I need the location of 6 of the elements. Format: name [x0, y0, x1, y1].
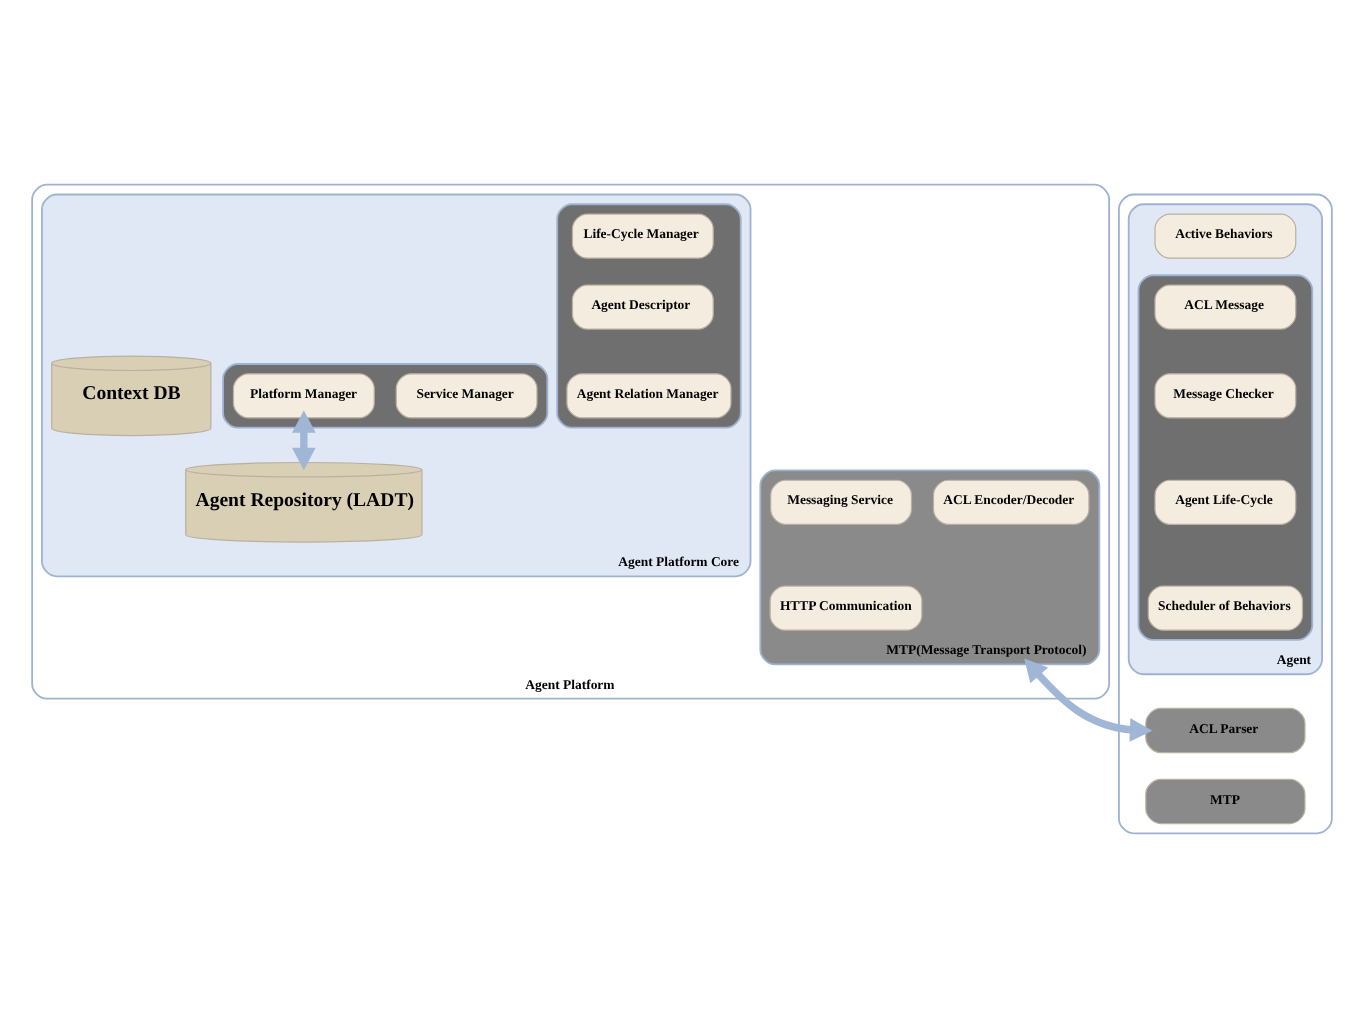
cluster [222, 362, 549, 428]
arrow [292, 409, 316, 470]
cluster [556, 202, 742, 428]
arrow [1024, 657, 1153, 741]
cluster [1118, 192, 1333, 834]
cluster [1137, 273, 1314, 640]
